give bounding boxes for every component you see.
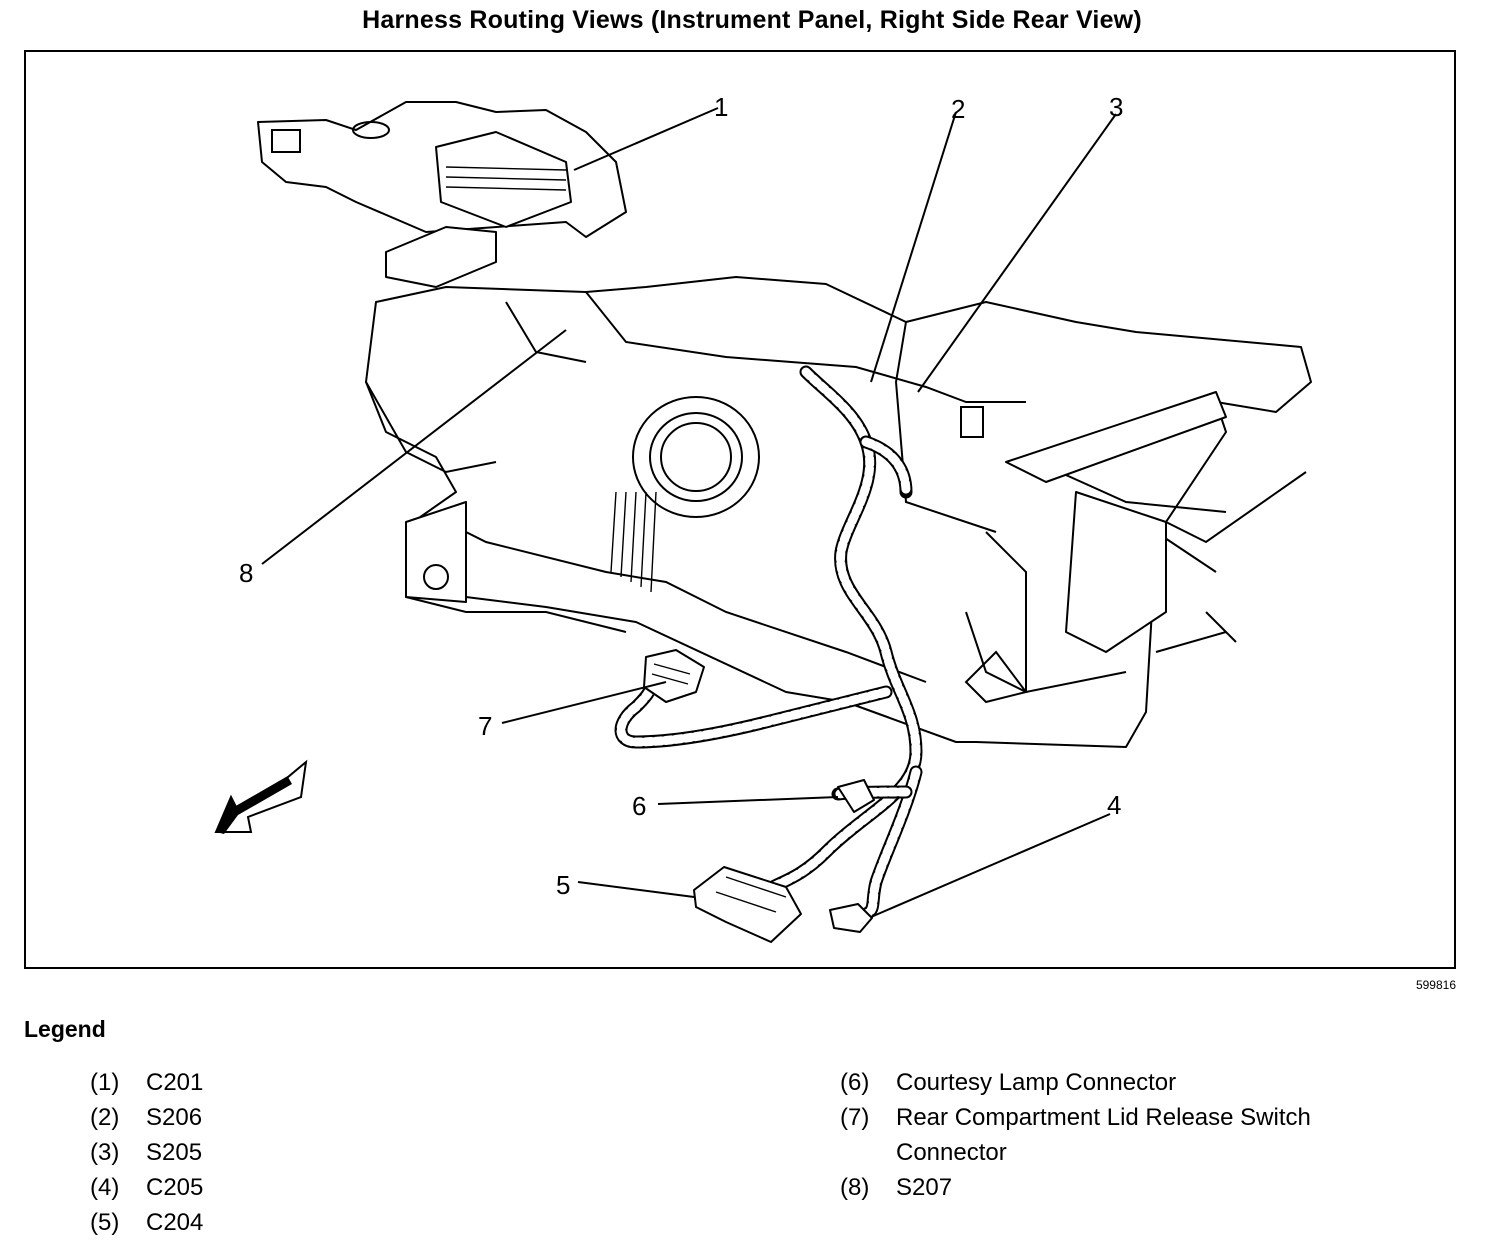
figure-id: 599816 [1415, 978, 1456, 992]
legend-label: S207 [896, 1174, 953, 1201]
legend-item: (7) Rear Compartment Lid Release Switch … [840, 1100, 1400, 1170]
legend-label: Rear Compartment Lid Release Switch Conn… [896, 1104, 1311, 1166]
legend-label: S205 [146, 1139, 203, 1166]
legend-item: (8) S207 [840, 1170, 1440, 1205]
diagram-frame: 1 2 3 4 5 6 7 8 [24, 50, 1456, 969]
diagram-title: Harness Routing Views (Instrument Panel,… [362, 6, 1142, 34]
callout-5: 5 [556, 870, 570, 900]
legend-title: Legend [24, 1016, 106, 1042]
callout-leaders [261, 107, 1117, 918]
legend-item: (4) C205 [90, 1170, 690, 1205]
legend-label: C201 [146, 1069, 204, 1096]
legend-label: C205 [146, 1174, 204, 1201]
legend-number: (6) [840, 1069, 870, 1096]
legend-number: (8) [840, 1174, 870, 1201]
connectors [643, 649, 875, 943]
legend-item: (1) C201 [90, 1065, 690, 1100]
legend-number: (7) [840, 1104, 870, 1131]
callout-4: 4 [1107, 790, 1121, 820]
legend-item: (6) Courtesy Lamp Connector [840, 1065, 1440, 1100]
legend-number: (2) [90, 1104, 120, 1131]
legend-item: (5) C204 [90, 1205, 690, 1240]
legend-item: (3) S205 [90, 1135, 690, 1170]
upper-bracket [257, 101, 627, 288]
legend-number: (4) [90, 1174, 120, 1201]
legend-number: (3) [90, 1139, 120, 1166]
callout-2: 2 [951, 94, 965, 124]
legend-list-left: (1) C201 (2) S206 (3) S205 (4) C205 (5) … [90, 1065, 690, 1240]
callout-8: 8 [239, 558, 253, 588]
legend-number: (5) [90, 1209, 120, 1236]
legend-number: (1) [90, 1069, 120, 1096]
callout-6: 6 [632, 791, 646, 821]
callout-3: 3 [1109, 92, 1123, 122]
legend-item: (2) S206 [90, 1100, 690, 1135]
legend-list-right: (6) Courtesy Lamp Connector (7) Rear Com… [840, 1065, 1440, 1205]
forward-arrow-icon [214, 759, 308, 834]
legend-label: Courtesy Lamp Connector [896, 1069, 1177, 1096]
wiring-harness [614, 365, 923, 921]
callout-7: 7 [478, 711, 492, 741]
instrument-panel-carrier [365, 276, 1312, 748]
callout-1: 1 [714, 92, 728, 122]
harness-illustration: 1 2 3 4 5 6 7 8 [214, 92, 1312, 943]
legend-label: S206 [146, 1104, 203, 1131]
legend-label: C204 [146, 1209, 204, 1236]
